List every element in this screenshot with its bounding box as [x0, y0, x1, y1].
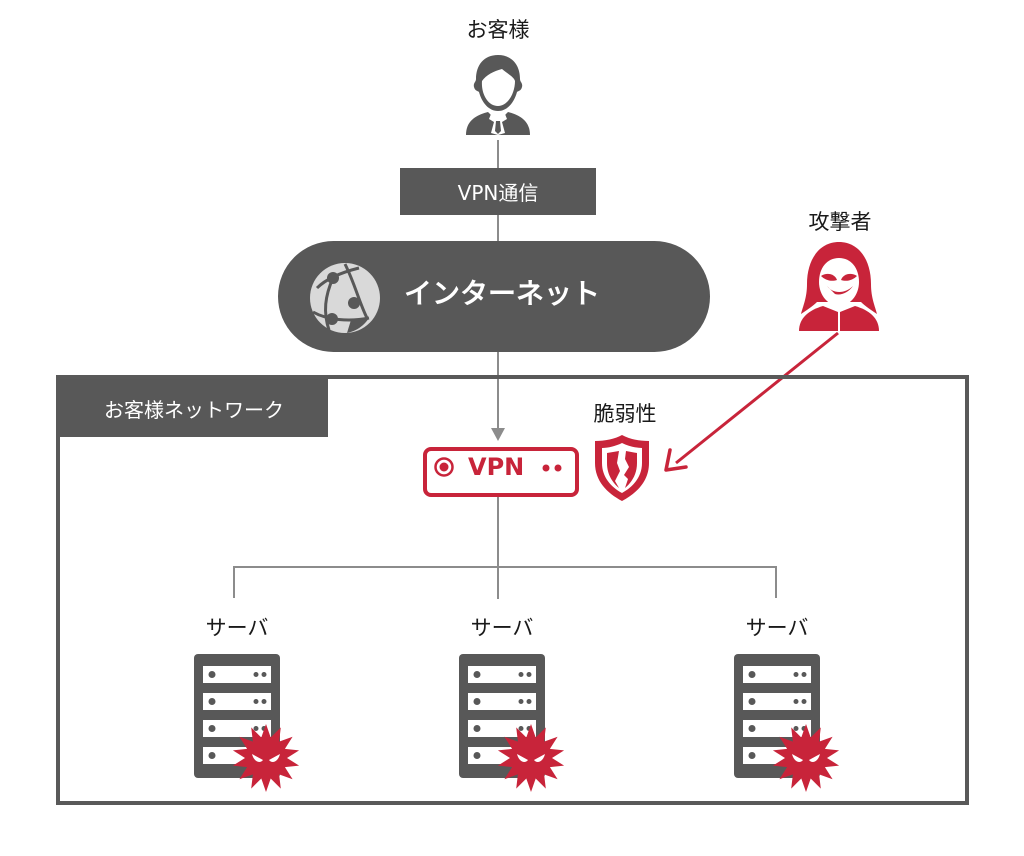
server-label: サーバ [470, 616, 534, 640]
server-node-1: サーバ [192, 612, 312, 792]
attack-arrow [675, 331, 839, 465]
vpn-power-indicator-icon [434, 457, 454, 477]
internet-to-vpn-arrowhead [491, 428, 505, 441]
customer-network-boundary [56, 375, 969, 805]
attack-arrowhead [664, 448, 688, 472]
customer-network-label: お客様ネットワーク [104, 397, 284, 422]
server-label: サーバ [745, 616, 809, 640]
server-label: サーバ [205, 616, 269, 640]
vpn-label: VPN [468, 453, 525, 481]
malware-virus-icon [497, 724, 565, 792]
hooded-hacker-icon [799, 242, 879, 331]
vpn-appliance [423, 447, 579, 497]
vpn-status-dots-icon [542, 464, 562, 472]
customer-label: お客様 [466, 18, 530, 42]
cracked-shield-icon [595, 435, 649, 501]
vulnerability-label: 脆弱性 [593, 402, 657, 426]
server-node-3: サーバ [732, 612, 852, 792]
vpn-communication-label: VPN通信 [457, 181, 539, 205]
customer-network-tab: お客様ネットワーク [60, 379, 328, 437]
globe-network-icon [310, 263, 380, 333]
server-branch-line [233, 566, 777, 598]
malware-virus-icon [232, 724, 300, 792]
vpn-communication-box: VPN通信 [400, 168, 596, 215]
malware-virus-icon [772, 724, 840, 792]
attacker-label: 攻撃者 [808, 210, 872, 234]
businessman-icon [466, 55, 530, 135]
server-node-2: サーバ [457, 612, 577, 792]
internet-label: インターネット [404, 277, 601, 310]
